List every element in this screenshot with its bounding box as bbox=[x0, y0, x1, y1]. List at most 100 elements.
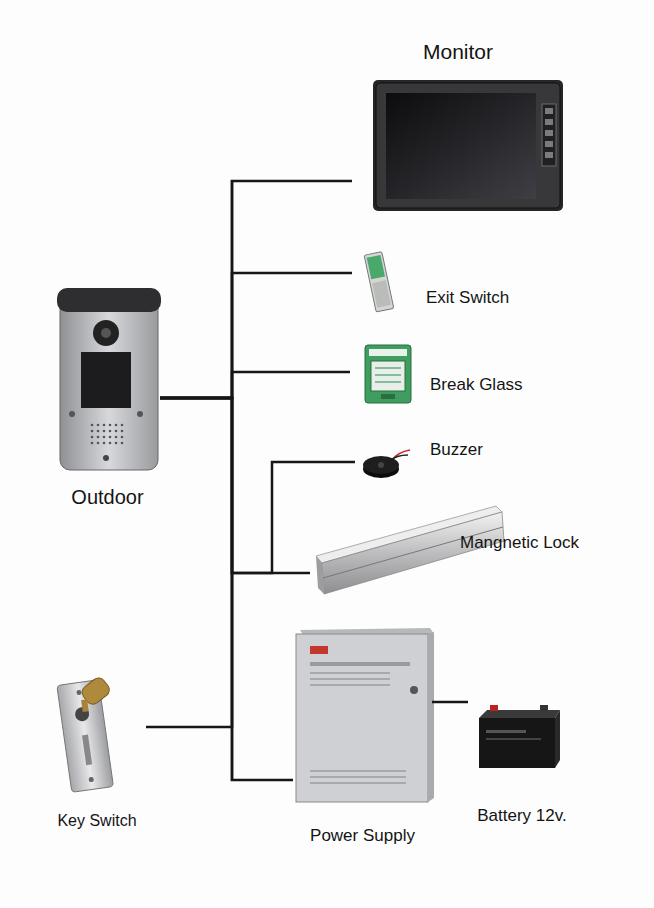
outdoor-panel-picture-part bbox=[101, 328, 111, 338]
power-supply-picture-part bbox=[310, 684, 390, 686]
device-label: Monitor bbox=[423, 40, 493, 64]
buzzer-picture-part bbox=[378, 462, 384, 468]
outdoor-panel-picture-part bbox=[115, 436, 118, 439]
outdoor-panel-picture-part bbox=[69, 411, 75, 417]
monitor-picture-part bbox=[545, 141, 553, 147]
key-switch-picture-part bbox=[88, 777, 94, 783]
monitor-picture-part bbox=[545, 108, 553, 114]
monitor-node: Monitor bbox=[352, 38, 565, 212]
monitor-picture-part bbox=[376, 83, 560, 208]
outdoor-panel-picture-part bbox=[81, 352, 131, 408]
battery-picture-part bbox=[479, 710, 560, 718]
outdoor-panel-picture-part bbox=[121, 442, 124, 445]
break-glass-picture-part bbox=[369, 349, 407, 356]
outdoor-panel-picture-part bbox=[103, 442, 106, 445]
device-label: Break Glass bbox=[430, 375, 523, 395]
break-glass-picture-part bbox=[371, 361, 405, 391]
outdoor-panel-picture-part bbox=[103, 455, 109, 461]
outdoor-panel-picture-part bbox=[97, 436, 100, 439]
outdoor-panel-picture-part bbox=[97, 430, 100, 433]
power-supply-picture bbox=[296, 628, 434, 802]
magnetic-lock-picture-part bbox=[316, 556, 324, 594]
battery-picture-part bbox=[490, 705, 498, 711]
battery-picture-part bbox=[486, 730, 526, 733]
outdoor-panel-picture-part bbox=[137, 411, 143, 417]
outdoor-panel-picture-part bbox=[103, 430, 106, 433]
outdoor-panel-picture-part bbox=[91, 442, 94, 445]
power-supply-node: Power Supply bbox=[293, 624, 432, 852]
battery-picture-part bbox=[555, 710, 560, 768]
outdoor-panel-picture-part bbox=[109, 442, 112, 445]
power-supply-picture-part bbox=[310, 770, 406, 772]
power-supply-picture-part bbox=[428, 632, 434, 802]
magnetic-lock-node: Mangnetic Lock bbox=[310, 503, 592, 600]
exit-switch-picture-part bbox=[364, 252, 394, 312]
outdoor-node: Outdoor bbox=[55, 286, 160, 514]
exit-switch-picture-part bbox=[372, 280, 391, 307]
wire-connector bbox=[160, 398, 293, 780]
break-glass-picture-part bbox=[375, 381, 401, 383]
outdoor-panel-picture-part bbox=[103, 436, 106, 439]
buzzer-picture-part bbox=[363, 456, 399, 474]
power-supply-picture-part bbox=[310, 782, 406, 784]
monitor-picture-part bbox=[373, 80, 563, 211]
outdoor-panel-picture-part bbox=[97, 424, 100, 427]
outdoor-panel-picture-part bbox=[109, 430, 112, 433]
exit-switch-picture bbox=[364, 252, 394, 312]
outdoor-panel-picture-part bbox=[121, 436, 124, 439]
wire-connector bbox=[432, 701, 468, 704]
battery-node: Battery 12v. bbox=[468, 694, 576, 830]
monitor-picture bbox=[373, 80, 563, 211]
break-glass-picture-part bbox=[375, 367, 401, 369]
monitor-picture-part bbox=[542, 104, 556, 166]
device-label: Exit Switch bbox=[426, 288, 509, 308]
outdoor-panel-picture-part bbox=[115, 442, 118, 445]
outdoor-panel-picture-part bbox=[93, 320, 119, 346]
wire-connector bbox=[160, 398, 355, 573]
monitor-picture-part bbox=[386, 93, 536, 199]
device-label: Buzzer bbox=[430, 440, 483, 460]
outdoor-panel-picture-part bbox=[91, 424, 94, 427]
outdoor-panel-picture-part bbox=[103, 424, 106, 427]
wire-connector bbox=[160, 181, 352, 398]
battery-picture bbox=[479, 705, 560, 768]
key-switch-picture-part bbox=[76, 690, 82, 696]
battery-picture-part bbox=[486, 738, 541, 740]
exit-switch-picture-part bbox=[367, 255, 385, 279]
break-glass-picture-part bbox=[365, 345, 411, 403]
exit-switch-node: Exit Switch bbox=[352, 248, 528, 314]
device-label: Key Switch bbox=[57, 812, 136, 830]
outdoor-panel-picture-part bbox=[115, 430, 118, 433]
power-supply-picture-part bbox=[310, 678, 390, 680]
wire-connector bbox=[160, 273, 352, 398]
break-glass-picture-part bbox=[381, 394, 395, 399]
device-label: Battery 12v. bbox=[477, 806, 566, 826]
monitor-picture-part bbox=[545, 119, 553, 125]
outdoor-panel-picture-part bbox=[91, 424, 124, 445]
buzzer-node: Buzzer bbox=[355, 438, 490, 480]
key-switch-picture-part bbox=[81, 699, 89, 712]
outdoor-panel-picture-part bbox=[121, 430, 124, 433]
power-supply-picture-part bbox=[410, 686, 418, 694]
outdoor-panel-picture-part bbox=[60, 294, 158, 470]
wire-connector bbox=[160, 398, 310, 573]
break-glass-picture bbox=[365, 345, 411, 403]
device-label: Mangnetic Lock bbox=[460, 533, 579, 553]
buzzer-picture bbox=[363, 450, 410, 478]
wire-connector bbox=[146, 398, 232, 727]
key-switch-node: Key Switch bbox=[48, 676, 146, 836]
power-supply-picture-part bbox=[310, 646, 328, 654]
device-label: Power Supply bbox=[310, 826, 415, 846]
break-glass-node: Break Glass bbox=[350, 342, 530, 408]
outdoor-panel-picture-part bbox=[109, 436, 112, 439]
key-switch-picture-part bbox=[82, 735, 92, 766]
outdoor-panel-picture-part bbox=[121, 424, 124, 427]
battery-picture-part bbox=[479, 718, 555, 768]
magnetic-lock-picture-part bbox=[322, 512, 504, 594]
outdoor-panel-picture-part bbox=[57, 288, 161, 312]
break-glass-picture-part bbox=[375, 374, 401, 376]
device-label: Outdoor bbox=[71, 486, 143, 509]
outdoor-panel-picture-part bbox=[97, 442, 100, 445]
